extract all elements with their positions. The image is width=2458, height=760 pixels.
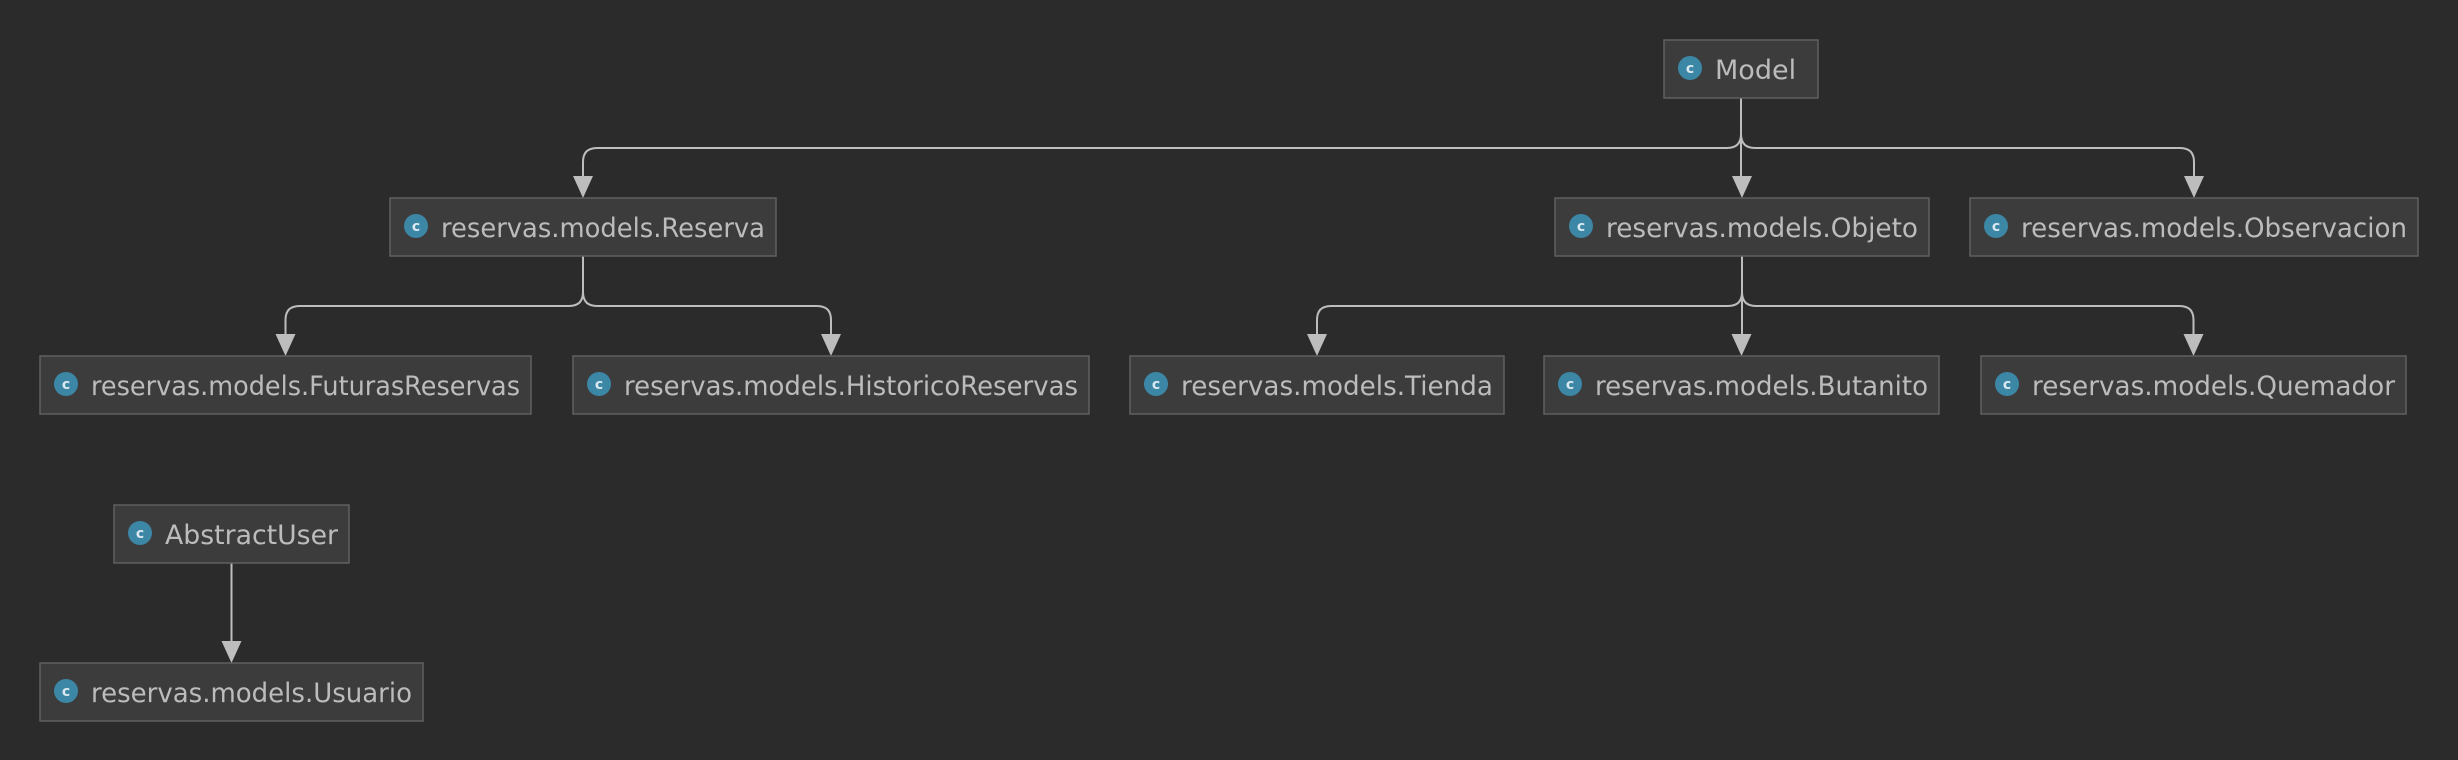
class-node-label: reservas.models.Quemador [2032, 371, 2396, 402]
class-node-label: Model [1715, 55, 1796, 86]
class-icon: c [404, 214, 428, 238]
class-node-box [39, 662, 424, 722]
class-node-futuras[interactable]: c reservas.models.FuturasReservas [39, 355, 532, 415]
class-node-box [389, 197, 777, 257]
class-node-box [1969, 197, 2419, 257]
class-node-box [572, 355, 1090, 415]
class-node-label: reservas.models.Reserva [441, 213, 765, 244]
arrowhead-icon [2183, 334, 2204, 356]
class-icon: c [1678, 56, 1702, 80]
class-node-historico[interactable]: c reservas.models.HistoricoReservas [572, 355, 1090, 415]
class-icon-letter: c [136, 526, 144, 542]
class-node-reserva[interactable]: c reservas.models.Reserva [389, 197, 777, 257]
inheritance-edge-reserva-futuras [275, 256, 584, 356]
class-node-label: reservas.models.FuturasReservas [91, 371, 520, 402]
class-icon-letter: c [62, 377, 70, 393]
class-node-box [39, 355, 532, 415]
class-icon: c [54, 372, 78, 396]
class-node-label: reservas.models.Butanito [1595, 371, 1928, 402]
arrowhead-icon [1731, 334, 1752, 356]
class-icon: c [1995, 372, 2019, 396]
class-node-observacion[interactable]: c reservas.models.Observacion [1969, 197, 2419, 257]
inheritance-edge-objeto-quemador [1741, 256, 2204, 356]
class-node-usuario[interactable]: c reservas.models.Usuario [39, 662, 424, 722]
nodes-layer: c Model c reservas.models.Reserva c reservas.… [39, 39, 2419, 722]
inheritance-edge-objeto-tienda [1307, 256, 1743, 356]
class-icon-letter: c [1566, 377, 1574, 393]
class-icon: c [54, 679, 78, 703]
class-icon: c [1569, 214, 1593, 238]
class-node-label: reservas.models.HistoricoReservas [624, 371, 1078, 402]
class-node-tienda[interactable]: c reservas.models.Tienda [1129, 355, 1505, 415]
class-node-box [1129, 355, 1505, 415]
class-node-box [113, 504, 350, 564]
class-node-abstractuser[interactable]: c AbstractUser [113, 504, 350, 564]
class-node-label: reservas.models.Observacion [2021, 213, 2407, 244]
class-node-model[interactable]: c Model [1663, 39, 1819, 99]
arrowhead-icon [1732, 176, 1752, 198]
class-icon: c [1984, 214, 2008, 238]
inheritance-edge-model-reserva [573, 98, 1742, 198]
class-icon: c [1144, 372, 1168, 396]
class-node-objeto[interactable]: c reservas.models.Objeto [1554, 197, 1930, 257]
class-node-label: AbstractUser [165, 520, 339, 551]
class-icon: c [587, 372, 611, 396]
class-node-butanito[interactable]: c reservas.models.Butanito [1543, 355, 1940, 415]
class-icon-letter: c [412, 219, 420, 235]
arrowhead-icon [1307, 334, 1327, 356]
arrowhead-icon [573, 176, 593, 198]
inheritance-edge-abstractuser-usuario [221, 563, 242, 663]
class-node-box [1554, 197, 1930, 257]
class-icon-letter: c [595, 377, 603, 393]
class-node-box [1543, 355, 1940, 415]
class-node-label: reservas.models.Objeto [1606, 213, 1918, 244]
class-icon-letter: c [1577, 219, 1585, 235]
class-icon-letter: c [2003, 377, 2011, 393]
class-icon-letter: c [1992, 219, 2000, 235]
class-icon: c [128, 521, 152, 545]
arrowhead-icon [2184, 176, 2204, 198]
class-node-box [1980, 355, 2407, 415]
class-icon: c [1558, 372, 1582, 396]
class-node-label: reservas.models.Tienda [1181, 371, 1493, 402]
class-node-box [1663, 39, 1819, 99]
inheritance-edge-reserva-historico [582, 256, 841, 356]
arrowhead-icon [821, 334, 841, 356]
class-icon-letter: c [62, 684, 70, 700]
inheritance-edge-model-observacion [1740, 98, 2204, 198]
arrowhead-icon [275, 334, 296, 356]
class-icon-letter: c [1686, 61, 1694, 77]
class-node-label: reservas.models.Usuario [91, 678, 412, 709]
edges-layer [221, 98, 2204, 663]
arrowhead-icon [221, 641, 242, 663]
class-icon-letter: c [1152, 377, 1160, 393]
class-node-quemador[interactable]: c reservas.models.Quemador [1980, 355, 2407, 415]
